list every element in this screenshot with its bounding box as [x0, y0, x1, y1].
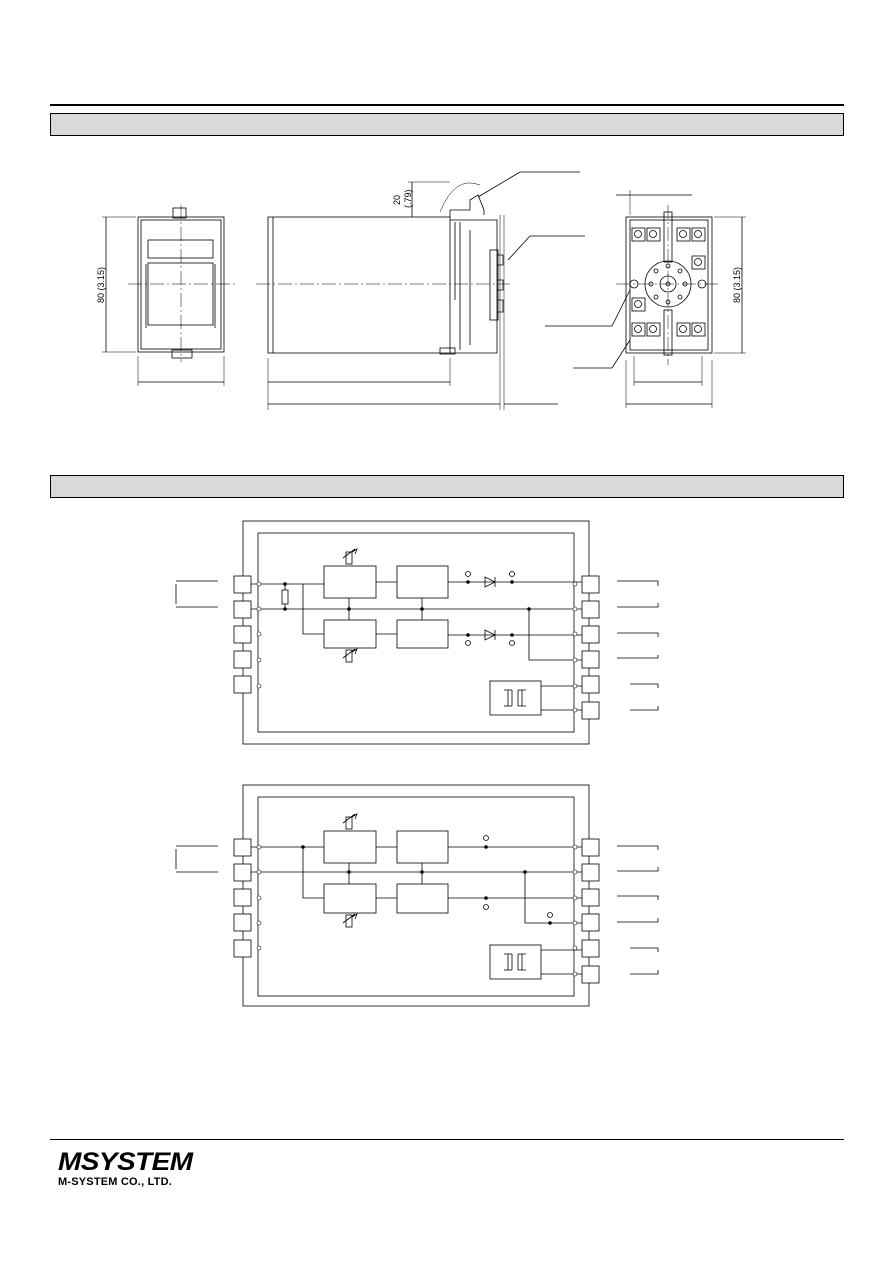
dim-clearance: 20 — [392, 195, 402, 205]
transformer-icon — [504, 689, 526, 707]
potentiometer-icon — [342, 648, 358, 659]
company-logo: MSYSTEM M-SYSTEM CO., LTD. — [58, 1150, 193, 1189]
potentiometer-icon — [342, 913, 358, 924]
dim-height-front: 80 (3.15) — [96, 267, 106, 303]
header-rule — [50, 104, 844, 106]
schematic-1 — [175, 520, 659, 745]
logo-mark: MSYSTEM — [58, 1148, 193, 1176]
diode-icon — [484, 576, 496, 588]
potentiometer-icon — [342, 813, 358, 824]
section-bar-schematic — [50, 475, 844, 498]
transformer-icon — [504, 953, 526, 971]
side-view — [256, 171, 585, 410]
footer-rule — [50, 1139, 844, 1140]
front-view — [102, 205, 236, 386]
schematic-2 — [175, 784, 659, 1007]
section-bar-dimensions — [50, 113, 844, 136]
socket-view — [545, 190, 746, 408]
diode-icon — [484, 629, 496, 641]
potentiometer-icon — [342, 548, 358, 559]
dim-clearance-in: (.79) — [403, 189, 413, 208]
dim-height-socket: 80 (3.15) — [732, 267, 742, 303]
company-name: M-SYSTEM CO., LTD. — [58, 1176, 173, 1188]
